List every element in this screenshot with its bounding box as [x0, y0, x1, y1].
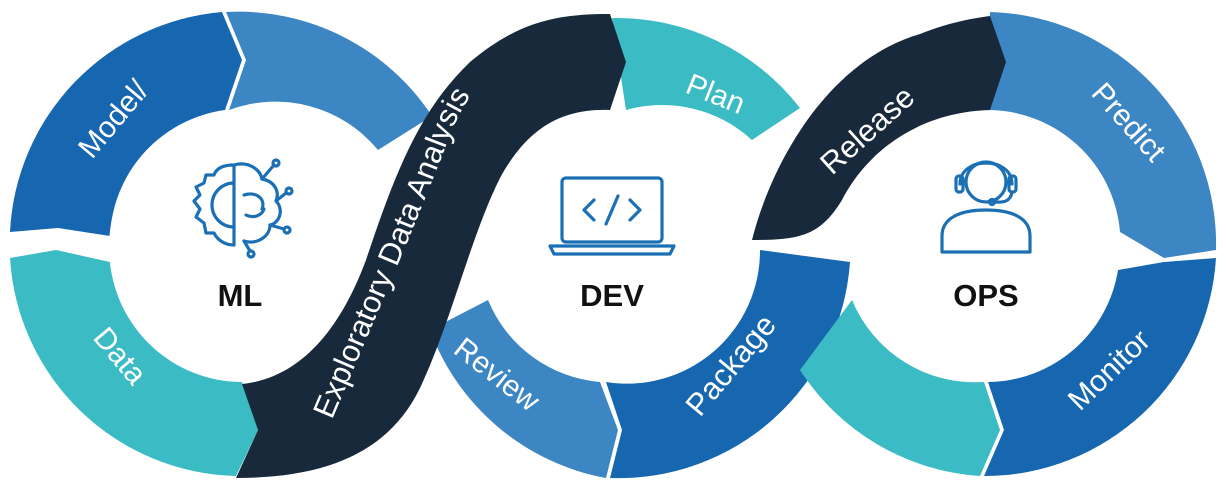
dev-segment-package	[606, 250, 850, 479]
eda-band	[236, 14, 626, 478]
ops-segment-bottom-left	[800, 300, 1000, 476]
laptop-code-icon	[548, 176, 676, 256]
ops-segment-predict	[986, 12, 1217, 258]
center-title-ml: ML	[218, 278, 263, 313]
dev-segment-plan	[612, 17, 800, 141]
center-title-dev: DEV	[580, 278, 644, 313]
ml-segment-data	[10, 250, 258, 476]
dev-segment-review	[430, 300, 618, 478]
release-band	[752, 16, 1006, 240]
ml-segment-model	[10, 12, 242, 236]
brain-gear-icon	[192, 158, 294, 259]
ops-ring	[800, 12, 1217, 477]
ml-ring	[10, 11, 432, 476]
support-agent-icon	[940, 160, 1032, 254]
ml-segment-top-right	[226, 11, 432, 150]
ops-center	[853, 114, 1119, 380]
ml-center	[109, 114, 375, 380]
ops-segment-monitor	[984, 258, 1216, 477]
center-title-ops: OPS	[953, 278, 1018, 313]
